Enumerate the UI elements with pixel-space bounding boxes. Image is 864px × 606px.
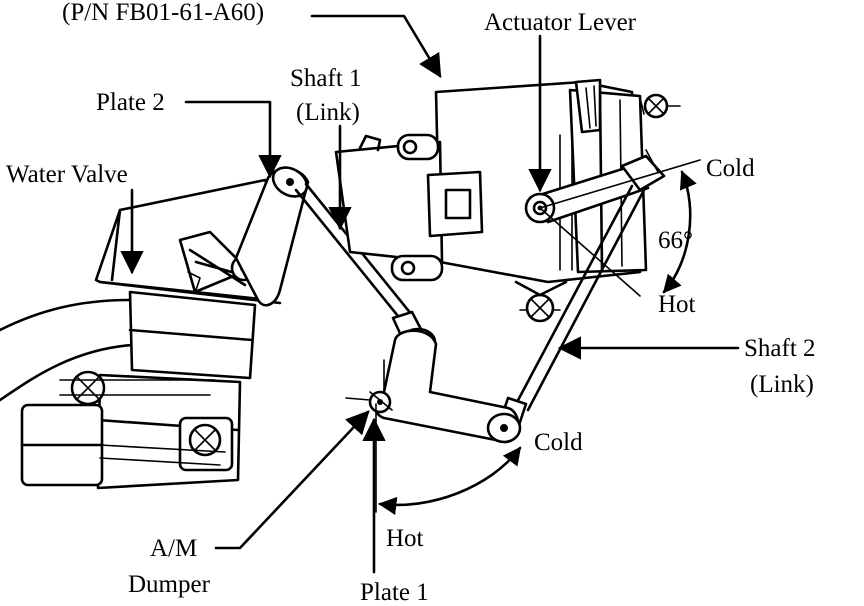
plate-2 — [234, 166, 310, 307]
plate-2-label: Plate 2 — [96, 89, 165, 116]
shaft-1-label-line1: Shaft 1 — [290, 65, 362, 92]
am-damper-label-line2: Dumper — [128, 571, 211, 598]
hot-top-label: Hot — [658, 291, 696, 318]
cold-bottom-label: Cold — [534, 429, 583, 456]
actuator-lever-label: Actuator Lever — [484, 9, 637, 36]
shaft-2-label-line1: Shaft 2 — [744, 335, 816, 362]
shaft-2-label-line2: (Link) — [750, 371, 814, 398]
shaft-1-label-line2: (Link) — [296, 99, 360, 126]
cold-top-label: Cold — [706, 155, 755, 182]
plate-1 — [345, 329, 522, 444]
water-valve-assembly — [0, 178, 288, 490]
plate-1-label: Plate 1 — [360, 579, 429, 606]
am-damper-label-line1: A/M — [150, 535, 197, 562]
labels: (P/N FB01-61-A60) Actuator Lever Shaft 1… — [6, 0, 816, 606]
water-valve-label: Water Valve — [6, 161, 128, 188]
hot-bottom-label: Hot — [386, 525, 424, 552]
leader-lines — [120, 14, 740, 574]
part-number-label: (P/N FB01-61-A60) — [62, 0, 264, 26]
angle-66-label: 66° — [658, 227, 693, 254]
